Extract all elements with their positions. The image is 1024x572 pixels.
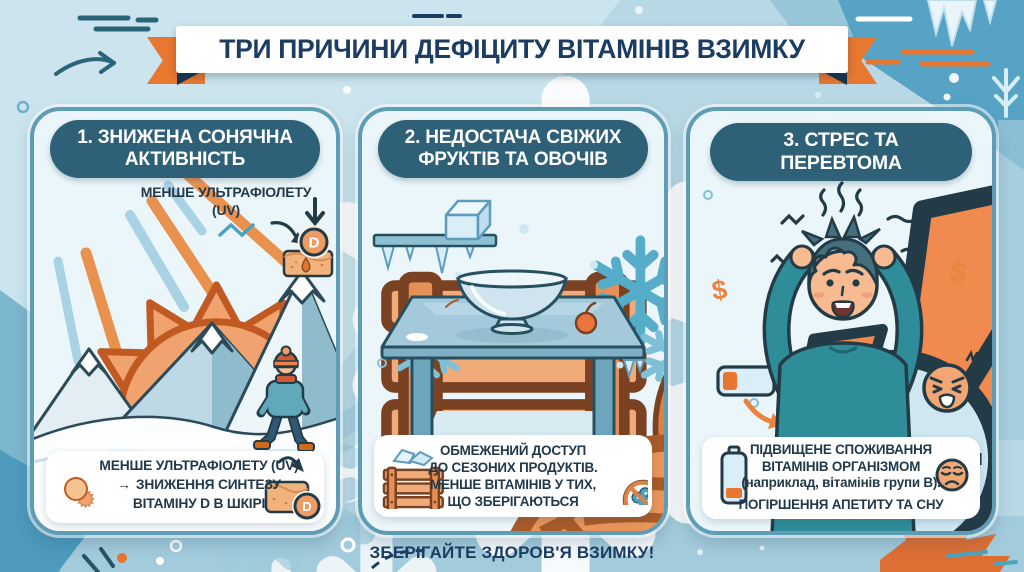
footer-tagline: ЗБЕРІГАЙТЕ ЗДОРОВ'Я ВЗИМКУ! <box>369 543 655 562</box>
curved-arrow-icon <box>277 456 304 472</box>
vertical-battery-icon <box>720 445 748 505</box>
wind-dashes-decor <box>77 15 159 32</box>
panel2-summary-box: ОБМЕЖЕНИЙ ДОСТУП ДО СЕЗОНИХ ПРОДУКТІВ. М… <box>374 435 652 517</box>
uv-zigzag-icon <box>218 222 255 238</box>
svg-text:D: D <box>309 235 320 252</box>
wind-arrow-icon <box>54 51 116 76</box>
panel1-header: 1. ЗНИЖЕНА СОНЯЧНА АКТИВНІСТЬ <box>50 120 320 178</box>
panel-low-sun-activity: D 1. ЗНИЖЕНА СОНЯЧНА АКТИВ <box>30 107 340 535</box>
panel-lack-of-fresh-produce: 2. НЕДОСТАЧА СВІЖИХ ФРУКТІВ ТА ОВОЧІВ ОБ… <box>358 107 668 535</box>
panel2-header: 2. НЕДОСТАЧА СВІЖИХ ФРУКТІВ ТА ОВОЧІВ <box>378 120 648 178</box>
uv-caption: МЕНШЕ УЛЬТРАФІОЛЕТУ (UV) <box>140 184 312 218</box>
ice-cube-icon <box>444 199 492 241</box>
sad-face-icon <box>935 458 969 492</box>
panel1-summary-box: D МЕНШЕ УЛЬТРАФІОЛЕТУ (UV) →ЗНИЖЕННЯ СИН… <box>46 451 324 523</box>
battery-arrow-icon <box>743 398 777 425</box>
panel-stress-overwork: $ $ 3. СТРЕС ТА ПЕРЕВТОМА ПІДВИЩЕНЕ СПОЖ… <box>686 107 996 535</box>
panel3-summary-box: ПІДВИЩЕНЕ СПОЖИВАННЯ ВІТАМІНІВ ОРГАНІЗМО… <box>702 437 980 519</box>
bowl-icon <box>456 269 568 335</box>
tree-branch-decor <box>992 68 1020 118</box>
right-arrow-icon: → <box>117 477 131 492</box>
apple-icon <box>574 301 598 335</box>
panel2-summary-text: ОБМЕЖЕНИЙ ДОСТУП ДО СЕЗОНИХ ПРОДУКТІВ. М… <box>428 443 598 509</box>
page-title: ТРИ ПРИЧИНИ ДЕФІЦИТУ ВІТАМІНІВ ВЗИМКУ <box>219 34 805 64</box>
title-banner: ТРИ ПРИЧИНИ ДЕФІЦИТУ ВІТАМІНІВ ВЗИМКУ <box>176 26 848 73</box>
stressed-face-icon <box>922 349 983 413</box>
panel3-summary-text: ПІДВИЩЕНЕ СПОЖИВАННЯ ВІТАМІНІВ ОРГАНІЗМО… <box>738 442 944 512</box>
panel1-summary-text: МЕНШЕ УЛЬТРАФІОЛЕТУ (UV) →ЗНИЖЕННЯ СИНТЕ… <box>99 458 299 511</box>
stored-crate-icon <box>382 448 444 509</box>
sun-icon <box>64 477 96 509</box>
uv-down-arrow-icon <box>305 197 325 227</box>
vitamin-d-coin-icon: D <box>297 225 331 259</box>
orange-blob-decor <box>880 504 1010 572</box>
svg-text:D: D <box>302 499 311 514</box>
icicles-decor <box>926 0 978 47</box>
shelf-icon <box>372 233 498 274</box>
orange-dashes-decor <box>865 49 991 67</box>
panel3-header: 3. СТРЕС ТА ПЕРЕВТОМА <box>710 123 972 181</box>
dashed-curve-decor <box>371 549 433 570</box>
skin-vitamin-d-icon: D <box>264 480 322 521</box>
